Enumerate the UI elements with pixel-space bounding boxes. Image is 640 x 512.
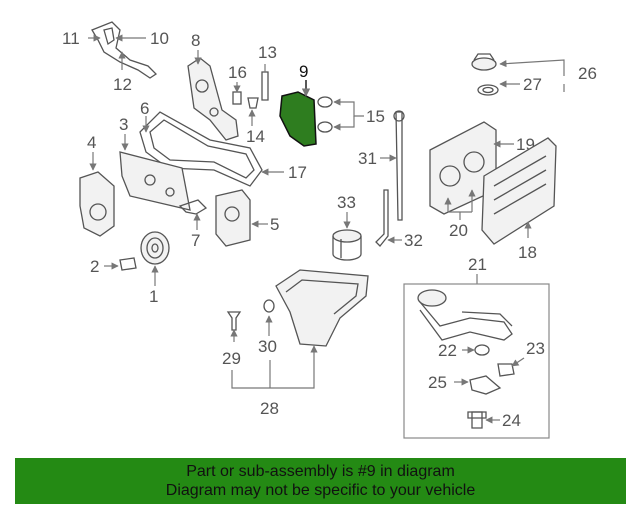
callout-11[interactable]: 11 [62,29,80,48]
banner-line-1: Part or sub-assembly is #9 in diagram [186,463,455,480]
callout-22[interactable]: 22 [438,341,457,360]
part-32-shape [375,189,389,247]
callout-23[interactable]: 23 [526,339,545,358]
callout-33[interactable]: 33 [337,193,356,212]
callout-26[interactable]: 26 [578,64,597,83]
part-9-highlighted[interactable] [279,91,317,147]
part-15-shape [317,96,333,133]
part-18-shape [481,137,557,245]
part-21-strainer-shape [417,289,513,341]
part-31-shape [393,110,405,221]
part-29-shape [226,311,242,331]
callout-21[interactable]: 21 [468,255,487,274]
part-30-shape [263,299,275,313]
callout-29[interactable]: 29 [222,349,241,368]
callout-27[interactable]: 27 [523,75,542,94]
part-22-shape [474,344,490,356]
part-23-shape [497,363,515,377]
part-26-shape [471,53,497,71]
callout-1[interactable]: 1 [149,287,158,306]
callout-2[interactable]: 2 [90,257,99,276]
callout-28[interactable]: 28 [260,399,279,418]
callout-9[interactable]: 9 [299,62,308,81]
part-25-shape [469,375,502,395]
callout-13[interactable]: 13 [258,43,277,62]
part-5-shape [215,189,251,247]
callout-30[interactable]: 30 [258,337,277,356]
part-14-shape [247,97,259,109]
part-16-shape [232,91,242,105]
part-7-shape [178,199,208,215]
callout-24[interactable]: 24 [502,411,521,430]
callout-31[interactable]: 31 [358,149,377,168]
callout-32[interactable]: 32 [404,231,423,250]
callout-4[interactable]: 4 [87,133,96,152]
callout-5[interactable]: 5 [270,215,279,234]
callout-3[interactable]: 3 [119,115,128,134]
callout-16[interactable]: 16 [228,63,247,82]
inset-box-21 [403,283,550,439]
callout-12[interactable]: 12 [113,75,132,94]
banner-line-2: Diagram may not be specific to your vehi… [165,482,476,499]
part-info-banner: Part or sub-assembly is #9 in diagram Di… [15,458,626,504]
part-8-shape [187,57,239,141]
part-19-shape [429,121,497,215]
part-28-shape [275,269,369,347]
part-33-shape [332,229,362,261]
callout-14[interactable]: 14 [246,127,265,146]
part-4-shape [79,171,115,237]
part-13-shape [261,71,269,101]
part-6-17-belt-shape [139,111,263,187]
callout-10[interactable]: 10 [150,29,169,48]
callout-15[interactable]: 15 [366,107,385,126]
callout-7[interactable]: 7 [191,231,200,250]
part-27-shape [477,84,499,96]
part-3-shape [119,151,191,211]
part-24-shape [467,411,487,429]
part-2-shape [119,257,137,271]
part-1-shape [140,231,170,265]
parts-diagram: 11 10 12 8 16 13 14 9 15 6 17 [62,21,597,439]
callout-25[interactable]: 25 [428,373,447,392]
callout-8[interactable]: 8 [191,31,200,50]
part-10-11-12-shape [91,21,158,79]
callout-6[interactable]: 6 [140,99,149,118]
callout-20[interactable]: 20 [449,221,468,240]
callout-18[interactable]: 18 [518,243,537,262]
callout-17[interactable]: 17 [288,163,307,182]
